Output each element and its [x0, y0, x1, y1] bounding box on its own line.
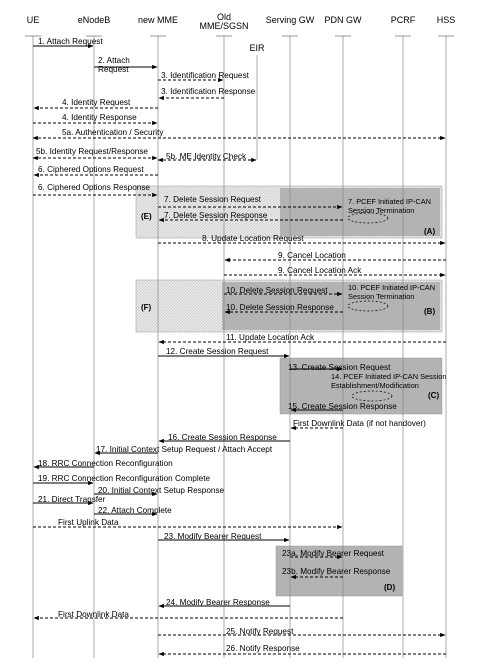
- message-label: 9. Cancel Location: [278, 251, 346, 260]
- message-label: 12. Create Session Request: [166, 347, 269, 356]
- message-label: 21. Direct Transfer: [38, 495, 106, 504]
- message-label: 5a. Authentication / Security: [62, 128, 164, 137]
- message-label: First Uplink Data: [58, 518, 119, 527]
- participant-ue: UE: [27, 15, 40, 25]
- procedure-region-c: [279, 357, 443, 415]
- message-label: 16. Create Session Response: [168, 433, 277, 442]
- participant-hss: HSS: [437, 15, 456, 25]
- message-label: 20. Initial Context Setup Response: [98, 486, 225, 495]
- message-label: 10. Delete Session Response: [226, 303, 334, 312]
- message-label: 7. Delete Session Response: [164, 211, 268, 220]
- participant-enodeb: eNodeB: [78, 15, 111, 25]
- message-label: 17. Initial Context Setup Request / Atta…: [96, 445, 273, 454]
- region-tag-c: (C): [428, 391, 439, 400]
- region-tag-b: (B): [424, 307, 435, 316]
- participant-pdn-gw: PDN GW: [325, 15, 363, 25]
- message-label: 23b. Modify Bearer Response: [282, 567, 391, 576]
- message-label: 25. Notify Request: [226, 627, 294, 636]
- region-tag-f: (F): [141, 303, 152, 312]
- message-label: 8. Update Location Request: [202, 234, 304, 243]
- message-label: 22. Attach Complete: [98, 506, 172, 515]
- pcef-session-ellipse: [347, 300, 389, 312]
- message-label: 6. Ciphered Options Response: [38, 183, 150, 192]
- region-tag-e: (E): [141, 212, 152, 221]
- message-label: 5b. Identity Request/Response: [36, 147, 148, 156]
- message-label: 23a. Modify Bearer Request: [282, 549, 385, 558]
- message-label: 15. Create Session Response: [288, 402, 397, 411]
- procedure-region-d: [275, 545, 403, 597]
- procedure-subregion: [280, 188, 440, 236]
- message-label: First Downlink Data (if not handover): [293, 419, 426, 428]
- pcef-session-ellipse: [347, 212, 389, 224]
- message-label: 7. Delete Session Request: [164, 195, 262, 204]
- message-label: 19. RRC Connection Reconfiguration Compl…: [38, 474, 210, 483]
- message-label: 26. Notify Response: [226, 644, 300, 653]
- message-label: 9. Cancel Location Ack: [278, 266, 362, 275]
- message-label: 5b. ME Identity Check: [166, 152, 247, 161]
- message-label: 4. Identity Request: [62, 98, 131, 107]
- message-label: 13. Create Session Request: [288, 363, 391, 372]
- participant-serving-gw: Serving GW: [266, 15, 315, 25]
- message-label: 23. Modify Bearer Request: [164, 532, 262, 541]
- region-tag-d: (D): [384, 583, 395, 592]
- participant-pcrf: PCRF: [391, 15, 416, 25]
- pcef-session-ellipse: [351, 390, 393, 402]
- participant-new-mme: new MME: [138, 15, 178, 25]
- message-label: 6. Ciphered Options Request: [38, 165, 144, 174]
- message-label: First Downlink Data: [58, 610, 129, 619]
- procedure-subregion: [222, 282, 440, 330]
- message-label: 18. RRC Connection Reconfiguration: [38, 459, 173, 468]
- message-label: 10. Delete Session Request: [226, 286, 328, 295]
- region-tag-a: (A): [424, 227, 435, 236]
- message-label: 24. Modify Bearer Response: [166, 598, 270, 607]
- message-label: 1. Attach Request: [38, 37, 103, 46]
- message-label: 3. Identification Request: [161, 71, 250, 80]
- message-label: 3. Identification Response: [161, 87, 256, 96]
- message-label: 4. Identity Response: [62, 113, 137, 122]
- participant-eir: EIR: [249, 43, 265, 53]
- message-label: 11. Update Location Ack: [226, 333, 315, 342]
